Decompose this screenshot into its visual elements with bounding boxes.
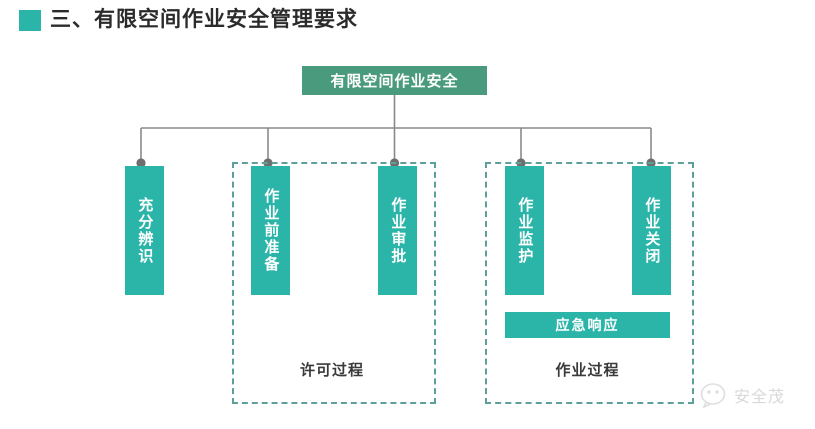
stage-label-work-approval: 作业审批 [389, 196, 407, 265]
page-heading: 三、有限空间作业安全管理要求 [0, 0, 815, 42]
group-frame-permit-process [232, 162, 436, 404]
stage-box-work-approval[interactable]: 作业审批 [378, 166, 417, 295]
chat-face-logo-icon [700, 383, 726, 408]
heading-square-marker [19, 10, 41, 31]
root-node-limited-space-safety[interactable]: 有限空间作业安全 [302, 66, 487, 95]
group-label-operation-process: 作业过程 [555, 362, 620, 379]
group-label-permit-process: 许可过程 [299, 362, 364, 379]
stage-label-work-closure: 作业关闭 [643, 196, 661, 265]
root-node-label: 有限空间作业安全 [330, 73, 459, 90]
emergency-response-label: 应急响应 [555, 317, 620, 333]
stage-box-pre-work-preparation[interactable]: 作业前准备 [251, 166, 290, 295]
watermark-text: 安全茂 [734, 389, 786, 406]
group-frame-operation-process [485, 162, 694, 404]
stage-label-identification: 充分辨识 [136, 196, 154, 265]
stage-box-identification[interactable]: 充分辨识 [125, 166, 164, 295]
emergency-response-bar[interactable]: 应急响应 [505, 312, 670, 338]
stage-box-work-supervision[interactable]: 作业监护 [505, 166, 544, 295]
watermark: 安全茂 [700, 382, 785, 408]
stage-box-work-closure[interactable]: 作业关闭 [632, 166, 671, 295]
stage-label-work-supervision: 作业监护 [516, 196, 534, 265]
page-title: 三、有限空间作业安全管理要求 [50, 8, 358, 31]
stage-label-pre-work-preparation: 作业前准备 [262, 188, 280, 273]
